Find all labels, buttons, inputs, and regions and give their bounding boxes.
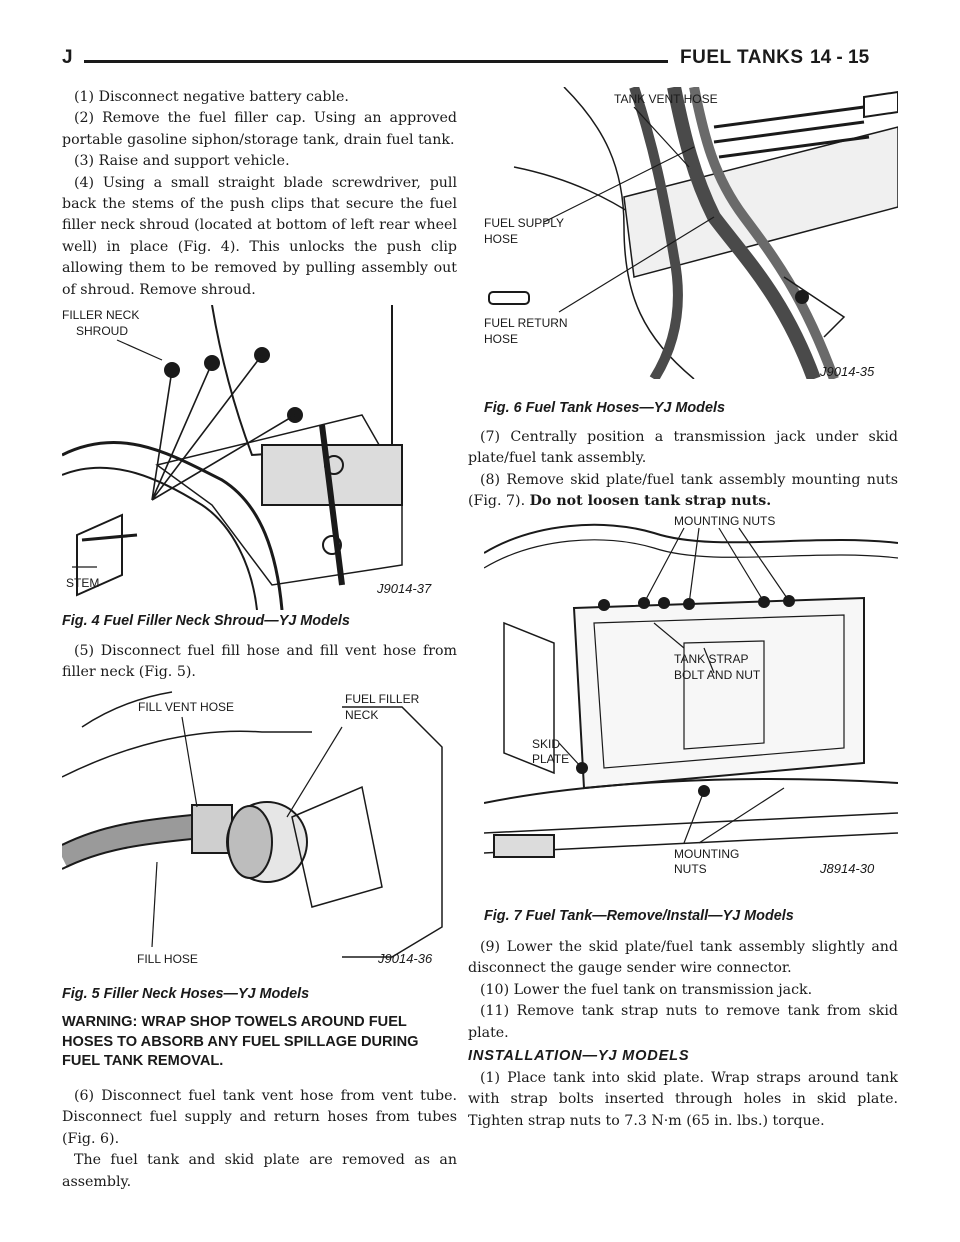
fig5-label-neck-2: NECK xyxy=(345,708,378,722)
fig6-code: J9014-35 xyxy=(819,364,875,379)
fig5-label-fill: FILL HOSE xyxy=(137,952,198,966)
fig7-label-skid: SKID xyxy=(532,737,560,751)
step-5-block: (5) Disconnect fuel fill hose and fill v… xyxy=(62,641,457,684)
fig6-label-supply-2: HOSE xyxy=(484,232,518,246)
fig6-illustration: TANK VENT HOSE FUEL SUPPLY HOSE FUEL RET… xyxy=(484,87,898,379)
fig6-label-vent: TANK VENT HOSE xyxy=(614,92,718,106)
step-3: (3) Raise and support vehicle. xyxy=(74,153,290,170)
fig7-illustration: MOUNTING NUTS TANK STRAP BOLT AND NUT SK… xyxy=(484,513,898,878)
fig4-label-shroud: FILLER NECK xyxy=(62,308,139,322)
step-6-block: (6) Disconnect fuel tank vent hose from … xyxy=(62,1086,457,1193)
step-10: (10) Lower the fuel tank on transmission… xyxy=(480,981,813,998)
fig4-label-stem: STEM xyxy=(66,576,99,590)
fig7-label-mount-top: MOUNTING NUTS xyxy=(674,514,775,528)
fig7-label-strap-2: BOLT AND NUT xyxy=(674,668,761,682)
step-8-caution: Do not loosen tank strap nuts. xyxy=(529,493,772,510)
fig7-label-mount-bottom: MOUNTING xyxy=(674,847,739,861)
fig7-code: J8914-30 xyxy=(819,861,875,876)
fig5-label-neck: FUEL FILLER xyxy=(345,692,420,706)
header-rule xyxy=(84,60,668,63)
fig7-label-strap: TANK STRAP xyxy=(674,652,748,666)
fig5-code: J9014-36 xyxy=(377,951,433,966)
step-7: (7) Centrally position a transmission ja… xyxy=(468,429,898,467)
fig6-label-return: FUEL RETURN xyxy=(484,316,568,330)
step-11: (11) Remove tank strap nuts to remove ta… xyxy=(468,1003,898,1041)
steps-9-11-block: (9) Lower the skid plate/fuel tank assem… xyxy=(468,937,898,1044)
warning-text: WARNING: WRAP SHOP TOWELS AROUND FUEL HO… xyxy=(62,1014,419,1069)
install-step-1: (1) Place tank into skid plate. Wrap str… xyxy=(468,1070,898,1129)
installation-heading: INSTALLATION—YJ MODELS xyxy=(468,1048,690,1064)
fig4-code: J9014-37 xyxy=(376,581,432,596)
step-9: (9) Lower the skid plate/fuel tank assem… xyxy=(468,939,898,977)
step-6: (6) Disconnect fuel tank vent hose from … xyxy=(62,1088,457,1147)
fig5-illustration: FILL VENT HOSE FUEL FILLER NECK FILL HOS… xyxy=(62,687,457,967)
fig7-caption: Fig. 7 Fuel Tank—Remove/Install—YJ Model… xyxy=(484,908,794,924)
fig4-illustration: FILLER NECK SHROUD STEM J9014-37 xyxy=(62,305,457,610)
fig5-label-vent: FILL VENT HOSE xyxy=(138,700,234,714)
step-8-text: (8) Remove skid plate/fuel tank assembly… xyxy=(468,471,898,510)
page-title: FUEL TANKS xyxy=(680,47,804,68)
assembly-note: The fuel tank and skid plate are removed… xyxy=(62,1152,457,1190)
fig6-label-return-2: HOSE xyxy=(484,332,518,346)
steps-7-8-block: (7) Centrally position a transmission ja… xyxy=(468,427,898,513)
step-2: (2) Remove the fuel filler cap. Using an… xyxy=(62,110,457,148)
fig4-caption: Fig. 4 Fuel Filler Neck Shroud—YJ Models xyxy=(62,613,350,629)
removal-steps-top: (1) Disconnect negative battery cable. (… xyxy=(62,87,457,301)
step-8: (8) Remove skid plate/fuel tank assembly… xyxy=(468,470,898,513)
fig5-caption: Fig. 5 Filler Neck Hoses—YJ Models xyxy=(62,986,310,1002)
fig6-caption: Fig. 6 Fuel Tank Hoses—YJ Models xyxy=(484,400,725,416)
step-1: (1) Disconnect negative battery cable. xyxy=(74,89,349,105)
step-4: (4) Using a small straight blade screwdr… xyxy=(62,174,457,298)
fig6-label-supply: FUEL SUPPLY xyxy=(484,216,564,230)
fig4-label-shroud-2: SHROUD xyxy=(76,324,128,338)
installation-steps: (1) Place tank into skid plate. Wrap str… xyxy=(468,1068,898,1132)
section-letter: J xyxy=(62,47,73,68)
fig7-label-skid-2: PLATE xyxy=(532,752,569,766)
fig7-label-mount-bottom-2: NUTS xyxy=(674,862,707,876)
page-number: 14 - 15 xyxy=(810,47,870,68)
step-5: (5) Disconnect fuel fill hose and fill v… xyxy=(62,643,457,681)
